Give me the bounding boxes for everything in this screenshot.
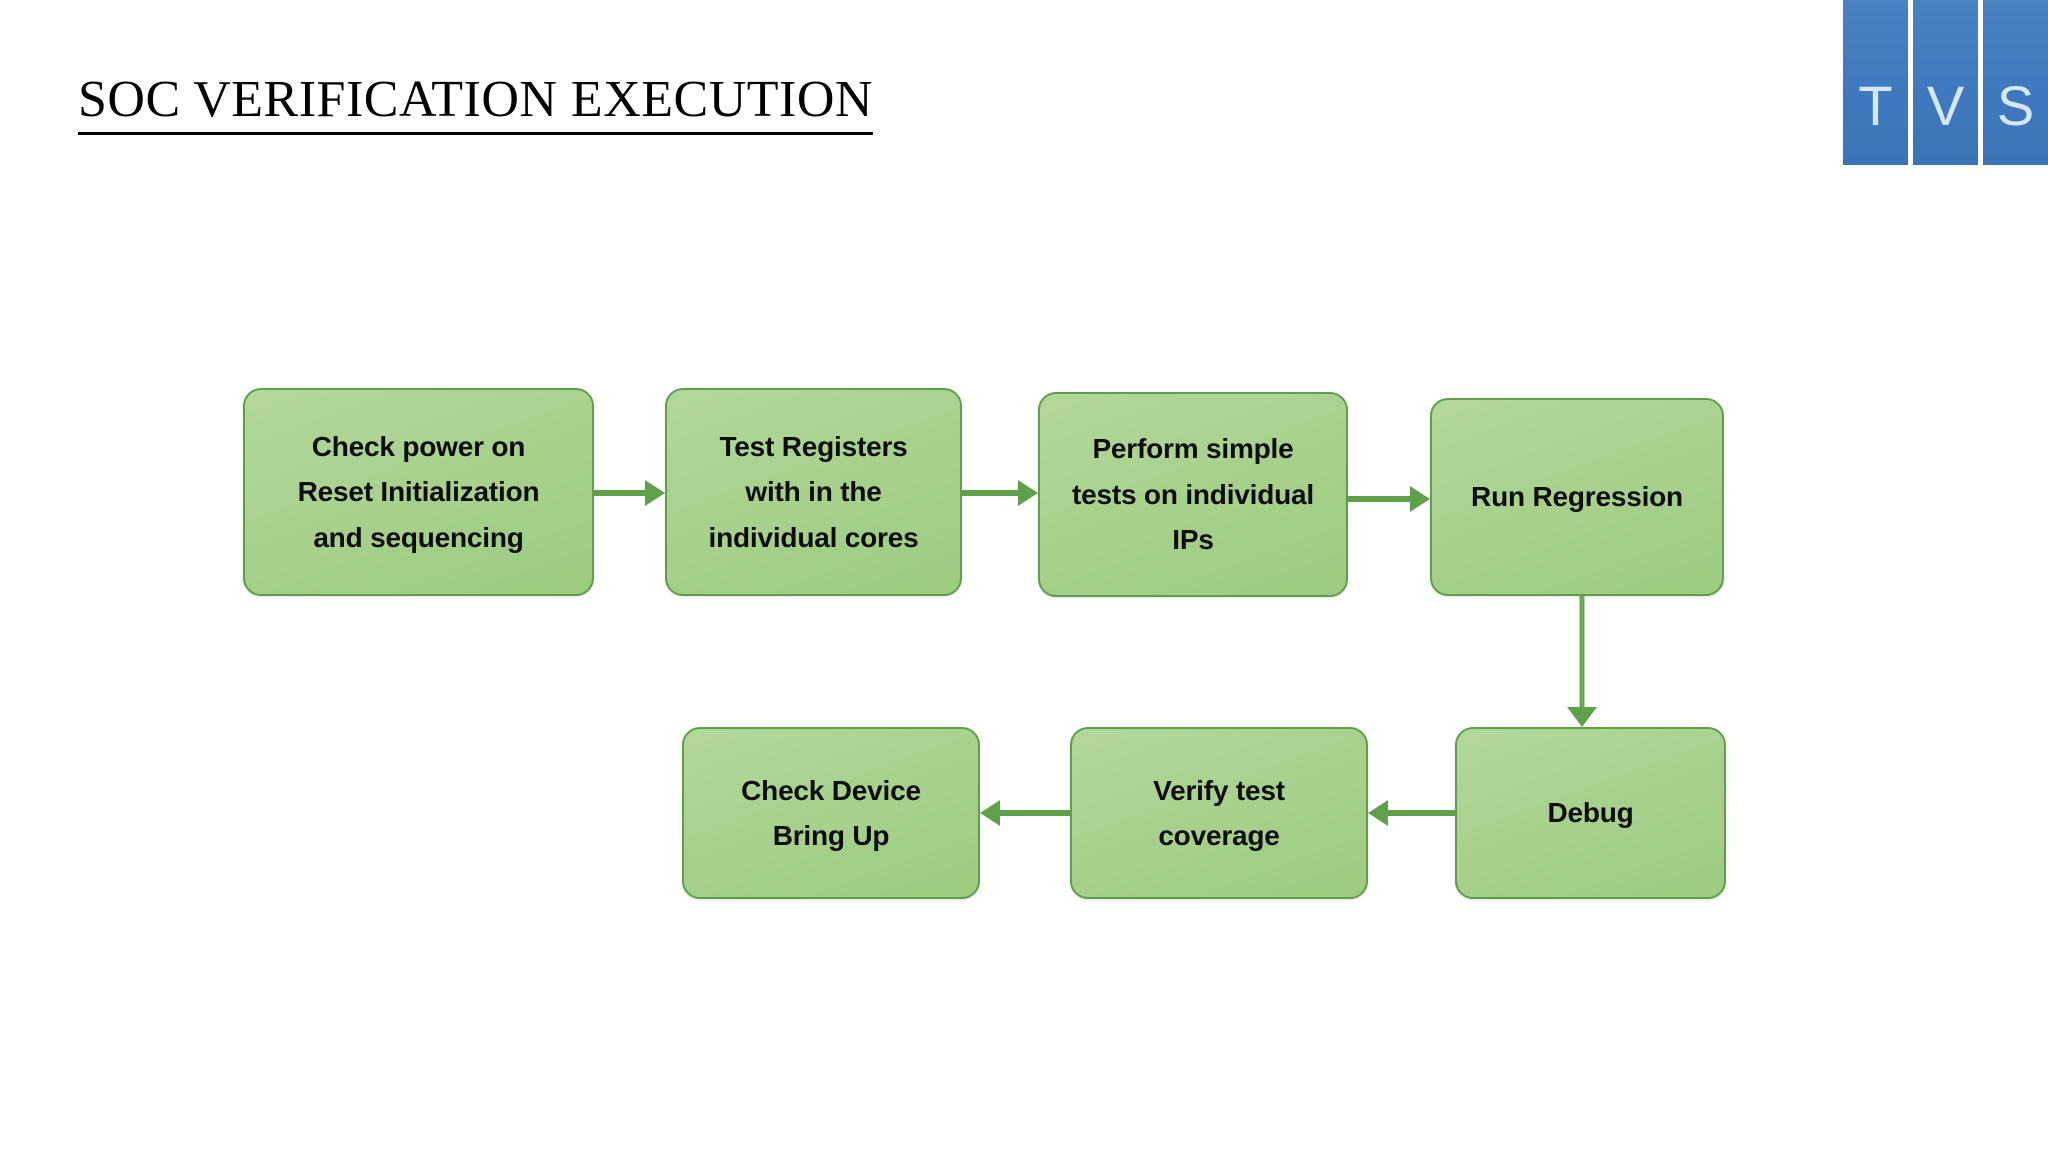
flow-node-check-power-on[interactable]: Check power on Reset Initialization and … (243, 388, 594, 596)
arrow-head-icon (1567, 707, 1597, 727)
arrow-debug-to-verify-test-coverage (1368, 798, 1455, 828)
arrow-shaft (1579, 596, 1585, 708)
arrow-shaft (962, 490, 1022, 496)
arrow-head-icon (1410, 486, 1430, 512)
flow-node-verify-test-coverage[interactable]: Verify test coverage (1070, 727, 1368, 899)
flow-node-debug[interactable]: Debug (1455, 727, 1726, 899)
flow-node-check-device-bring-up[interactable]: Check Device Bring Up (682, 727, 980, 899)
flow-node-label: Check Device Bring Up (741, 774, 921, 851)
arrow-shaft (1348, 496, 1414, 502)
flow-node-perform-simple-tests[interactable]: Perform simple tests on individual IPs (1038, 392, 1348, 597)
arrow-head-icon (1368, 800, 1388, 826)
flow-node-label: Test Registers with in the individual co… (708, 430, 919, 553)
arrow-perform-simple-tests-to-run-regression (1348, 484, 1430, 514)
flow-node-label: Check power on Reset Initialization and … (297, 430, 540, 553)
arrow-head-icon (1018, 480, 1038, 506)
flow-node-label: Debug (1547, 797, 1634, 829)
logo-panel-v: V (1913, 0, 1978, 165)
arrow-head-icon (645, 480, 665, 506)
arrow-shaft (594, 490, 649, 496)
arrow-shaft (1384, 810, 1455, 816)
flow-node-label: Perform simple tests on individual IPs (1071, 433, 1314, 556)
flow-node-test-registers[interactable]: Test Registers with in the individual co… (665, 388, 962, 596)
arrow-test-registers-to-perform-simple-tests (962, 478, 1038, 508)
arrow-shaft (996, 810, 1070, 816)
page-title: SOC VERIFICATION EXECUTION (78, 71, 873, 136)
logo-panel-t: T (1843, 0, 1908, 165)
arrow-verify-test-coverage-to-check-device-bring-up (980, 798, 1070, 828)
arrow-run-regression-to-debug (1567, 596, 1597, 727)
arrow-head-icon (980, 800, 1000, 826)
flow-node-label: Verify test coverage (1153, 774, 1285, 851)
tvs-logo: T V S (1843, 0, 2048, 165)
arrow-check-power-on-to-test-registers (594, 478, 665, 508)
flow-node-run-regression[interactable]: Run Regression (1430, 398, 1724, 596)
flow-node-label: Run Regression (1471, 481, 1683, 513)
logo-panel-s: S (1983, 0, 2048, 165)
